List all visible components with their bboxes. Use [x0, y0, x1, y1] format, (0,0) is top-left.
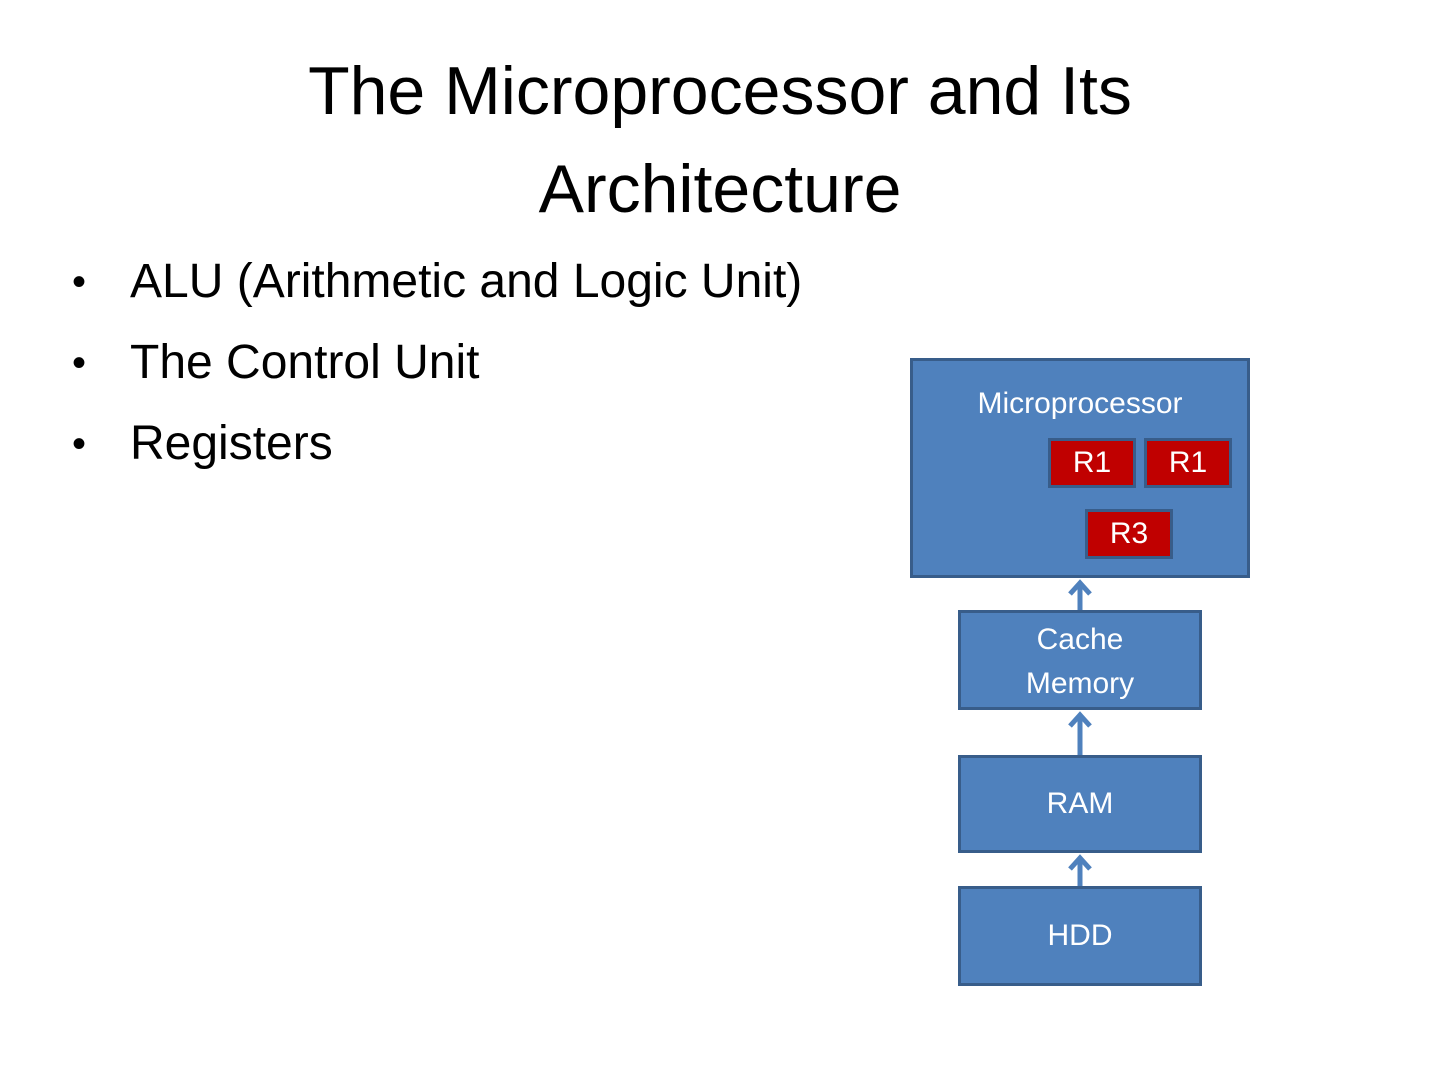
arrow-up-icon: [1068, 579, 1092, 610]
cache-label-line-2: Memory: [1025, 667, 1135, 700]
bullet-label: The Control Unit: [130, 336, 480, 389]
hdd-label: HDD: [1047, 919, 1113, 952]
arrow-up-icon: [1068, 711, 1092, 755]
bullet-label: Registers: [130, 417, 333, 470]
slide-title: The Microprocessor and Its Architecture: [120, 42, 1320, 238]
register-r1-second-box: R1: [1144, 438, 1232, 488]
cache-memory-box: Cache Memory: [958, 610, 1202, 710]
register-r1-box: R1: [1048, 438, 1136, 488]
title-line-2: Architecture: [538, 151, 902, 227]
bullet-dot-icon: •: [72, 341, 87, 385]
bullet-item-alu: • ALU (Arithmetic and Logic Unit): [72, 250, 802, 314]
microprocessor-box: Microprocessor R1 R1 R3: [910, 358, 1250, 578]
bullet-dot-icon: •: [72, 422, 87, 466]
arrow-up-icon: [1068, 854, 1092, 886]
register-r3-box: R3: [1085, 509, 1173, 559]
cache-label-line-1: Cache: [1036, 623, 1124, 656]
title-line-1: The Microprocessor and Its: [308, 53, 1132, 129]
bullet-dot-icon: •: [72, 260, 87, 304]
ram-box: RAM: [958, 755, 1202, 853]
bullet-item-control-unit: • The Control Unit: [72, 331, 802, 395]
hdd-box: HDD: [958, 886, 1202, 986]
bullet-list: • ALU (Arithmetic and Logic Unit) • The …: [72, 250, 802, 493]
bullet-label: ALU (Arithmetic and Logic Unit): [130, 255, 803, 308]
ram-label: RAM: [1046, 787, 1114, 820]
bullet-item-registers: • Registers: [72, 412, 802, 476]
microprocessor-label: Microprocessor: [977, 387, 1183, 420]
